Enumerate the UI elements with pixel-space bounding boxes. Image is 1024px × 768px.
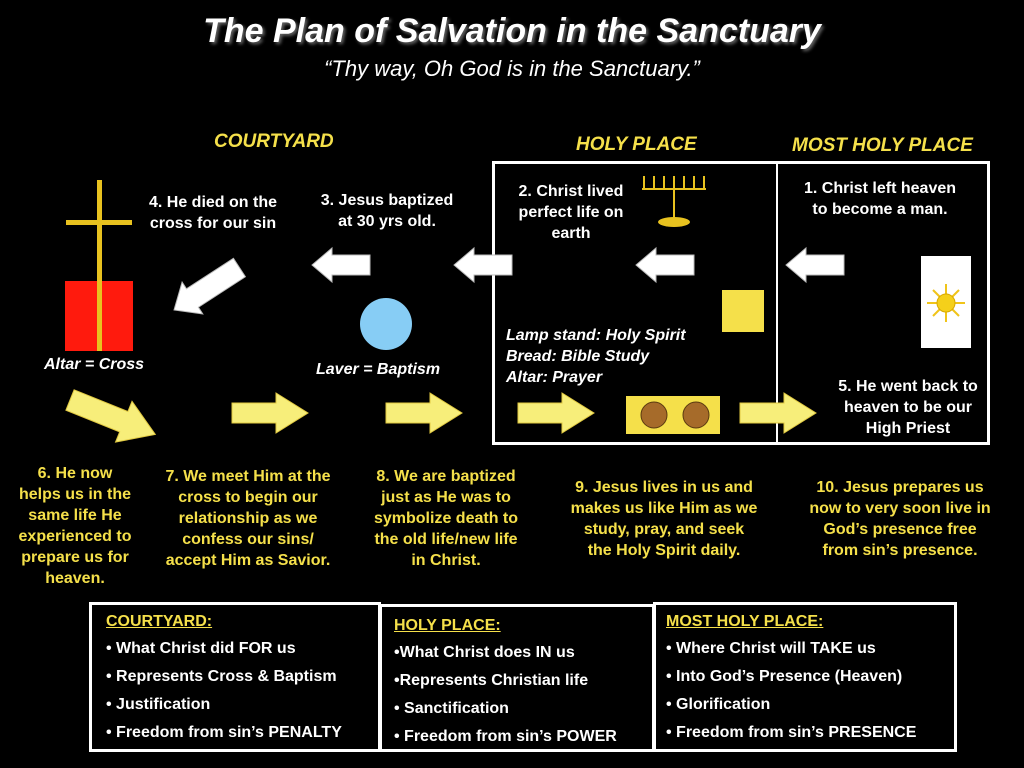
section-courtyard: COURTYARD [214, 131, 334, 152]
summary-item: • Freedom from sin’s PENALTY [106, 724, 342, 741]
summary-item: • Glorification [666, 696, 771, 713]
arrow-4-to-altar [173, 257, 247, 315]
altar-cross-icon [65, 180, 133, 351]
laver-icon [360, 298, 412, 350]
arrow-3-to-4 [311, 247, 371, 283]
section-holy-place: HOLY PLACE [576, 134, 697, 155]
summary-item: • Represents Cross & Baptism [106, 668, 337, 685]
summary-item: • Freedom from sin’s PRESENCE [666, 724, 917, 741]
arrow-altar-down [65, 389, 157, 443]
arrow-2-to-3 [453, 247, 513, 283]
altar-label: Altar = Cross [44, 356, 145, 373]
summary-item: • Justification [106, 696, 211, 713]
summary-heading: HOLY PLACE: [394, 617, 501, 634]
summary-box-most-holy-place: MOST HOLY PLACE: • Where Christ will TAK… [653, 602, 957, 752]
lampstand-icon [642, 176, 706, 227]
furniture-legend: Lamp stand: Holy Spirit Bread: Bible Stu… [506, 327, 686, 386]
page-title: The Plan of Salvation in the Sanctuary [203, 12, 821, 50]
summary-box-courtyard: COURTYARD: • What Christ did FOR us • Re… [89, 602, 381, 752]
summary-item: • What Christ did FOR us [106, 640, 296, 657]
arrow-1-to-2 [785, 247, 845, 283]
arrow-8-right [385, 392, 463, 434]
sanctuary-outline [492, 161, 990, 445]
summary-heading: COURTYARD: [106, 613, 213, 630]
summary-item: • Where Christ will TAKE us [666, 640, 876, 657]
summary-item: • Freedom from sin’s POWER [394, 728, 617, 745]
sanctuary-divider [776, 163, 778, 443]
showbread-table-icon [626, 396, 720, 434]
ark-sun-icon [921, 256, 971, 348]
arrow-2-left [635, 247, 695, 283]
incense-altar-icon [722, 290, 764, 332]
summary-item: • Into God’s Presence (Heaven) [666, 668, 903, 685]
summary-heading: MOST HOLY PLACE: [666, 613, 824, 630]
summary-item: •What Christ does IN us [394, 644, 575, 661]
section-most-holy-place: MOST HOLY PLACE [792, 135, 973, 156]
summary-item: •Represents Christian life [394, 672, 589, 689]
arrow-7-right [231, 392, 309, 434]
arrow-9-right [517, 392, 595, 434]
summary-item: • Sanctification [394, 700, 509, 717]
summary-box-holy-place: HOLY PLACE: •What Christ does IN us •Rep… [379, 604, 655, 752]
page-subtitle: “Thy way, Oh God is in the Sanctuary.” [324, 56, 700, 81]
laver-label: Laver = Baptism [316, 361, 441, 378]
arrow-10-right [739, 392, 817, 434]
